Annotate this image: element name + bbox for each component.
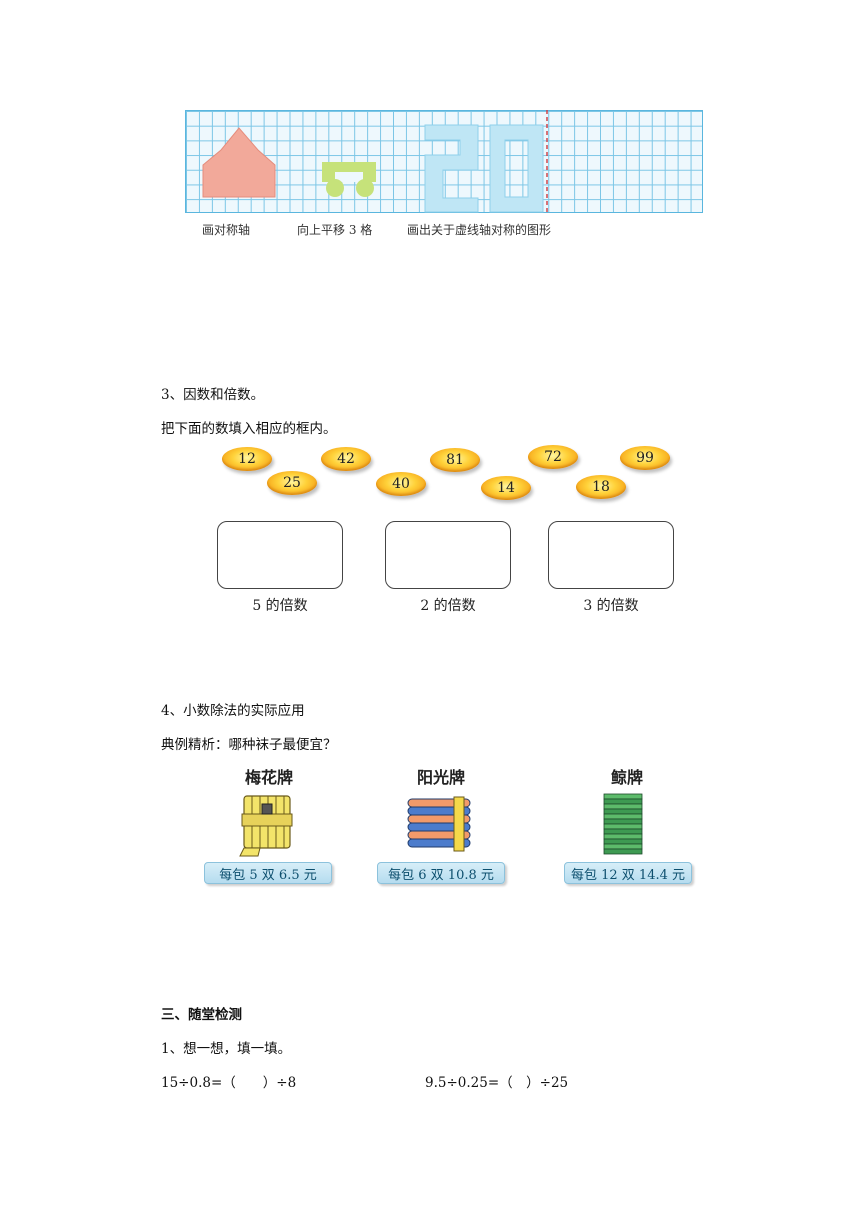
- equation-2: 9.5÷0.25=（ ）÷25: [425, 1075, 569, 1091]
- answer-box-multiples-of-5[interactable]: [217, 521, 343, 589]
- digit-zero-shape: [489, 124, 544, 213]
- sock-pack-green-icon: [603, 793, 643, 855]
- caption-draw-axis: 画对称轴: [202, 223, 251, 237]
- caption-translate: 向上平移 3 格: [297, 223, 373, 237]
- number-oval[interactable]: 40: [376, 472, 426, 496]
- equation-1: 15÷0.8=（ ）÷8: [161, 1075, 297, 1091]
- price-tag-meihua: 每包 5 双 6.5 元: [204, 862, 332, 884]
- number-oval[interactable]: 42: [321, 447, 371, 471]
- box-label-2: 2 的倍数: [420, 598, 476, 614]
- number-oval[interactable]: 72: [528, 445, 578, 469]
- brand-name-jing: 鲸牌: [610, 768, 643, 787]
- answer-box-multiples-of-2[interactable]: [385, 521, 511, 589]
- section4-example: 典例精析：哪种袜子最便宜？: [161, 737, 337, 753]
- number-oval[interactable]: 14: [481, 476, 531, 500]
- section3-heading: 3、因数和倍数。: [161, 387, 265, 403]
- cart-gap: [335, 172, 363, 182]
- box-label-3: 3 的倍数: [583, 598, 639, 614]
- number-oval[interactable]: 25: [267, 471, 317, 495]
- price-tag-yangguang: 每包 6 双 10.8 元: [377, 862, 505, 884]
- brand-name-meihua: 梅花牌: [244, 768, 293, 787]
- brand-name-yangguang: 阳光牌: [416, 768, 465, 787]
- grid-figures: [202, 110, 548, 213]
- cart-wheel-left: [326, 179, 344, 197]
- caption-reflect: 画出关于虚线轴对称的图形: [407, 223, 552, 237]
- number-oval[interactable]: 18: [576, 475, 626, 499]
- section4-heading: 4、小数除法的实际应用: [161, 703, 305, 719]
- digit-two-shape: [424, 124, 479, 213]
- number-oval[interactable]: 12: [222, 447, 272, 471]
- number-oval[interactable]: 81: [430, 448, 480, 472]
- part3-question1: 1、想一想，填一填。: [161, 1041, 292, 1057]
- section3-instruction: 把下面的数填入相应的框内。: [161, 421, 337, 437]
- sock-pack-yellow-icon: [239, 795, 293, 857]
- sock-pack-blue-icon: [407, 796, 471, 852]
- price-tag-jing: 每包 12 双 14.4 元: [564, 862, 692, 884]
- cart-wheel-right: [356, 179, 374, 197]
- house-shape: [202, 127, 276, 198]
- box-label-5: 5 的倍数: [252, 598, 308, 614]
- number-oval[interactable]: 99: [620, 446, 670, 470]
- answer-box-multiples-of-3[interactable]: [548, 521, 674, 589]
- part3-heading: 三、随堂检测: [161, 1007, 242, 1023]
